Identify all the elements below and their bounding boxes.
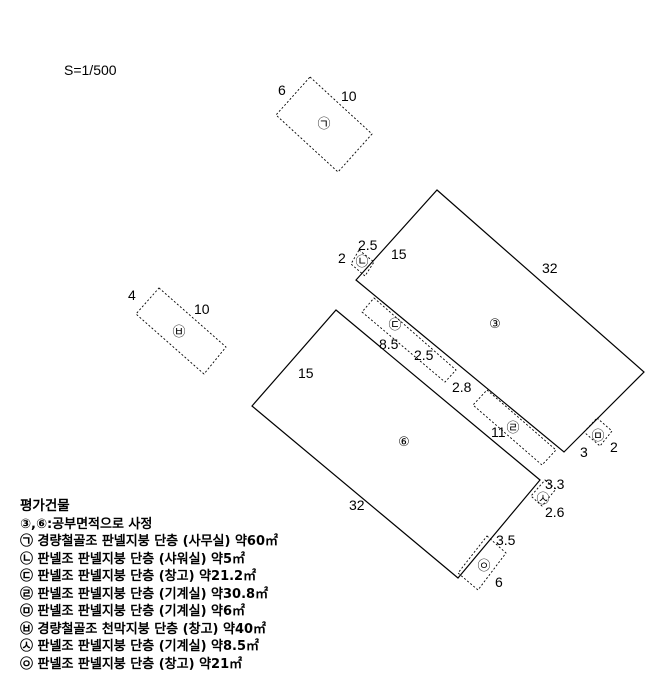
legend-item: ㉧ 판넬조 판넬지붕 단층 (창고) 약21㎡ xyxy=(20,656,243,672)
building-3-dim-side: 15 xyxy=(391,246,407,262)
annex-g-dim-a: 6 xyxy=(278,82,286,98)
annex-d-outline xyxy=(361,297,457,383)
building-6-dim-side: 15 xyxy=(298,365,314,381)
annex-n-mark: ㉡ xyxy=(355,255,368,270)
annex-m-dim-b: 2 xyxy=(610,439,618,455)
building-6-outline xyxy=(251,309,541,579)
annex-m-outline xyxy=(583,417,613,447)
legend-item: ㉣ 판넬조 판넬지붕 단층 (기계실) 약30.8㎡ xyxy=(20,586,269,602)
building-3-mark: ③ xyxy=(489,317,501,332)
annex-r-dim-a: 2.8 xyxy=(452,379,472,395)
annex-d-mark: ㉢ xyxy=(388,318,401,333)
annex-n-dim-b: 2.5 xyxy=(358,237,378,253)
annex-o-dim-a: 3.5 xyxy=(496,532,516,548)
annex-d-dim-a: 8.5 xyxy=(379,336,399,352)
annex-b-dim-b: 10 xyxy=(194,301,210,317)
building-3-dim-long: 32 xyxy=(542,260,558,276)
annex-r-dim-b: 11 xyxy=(491,424,506,440)
annex-o-dim-b: 6 xyxy=(495,574,503,590)
annex-d-dim-b: 2.5 xyxy=(414,347,434,363)
annex-o-mark: ㉧ xyxy=(477,559,490,574)
legend-item: ㉥ 경량철골조 천막지붕 단층 (창고) 약40㎡ xyxy=(20,621,267,637)
annex-s-dim-a: 3.3 xyxy=(545,476,565,492)
annex-o-outline xyxy=(457,535,507,591)
annex-b-dim-a: 4 xyxy=(128,287,136,303)
building-6-dim-long: 32 xyxy=(349,497,365,513)
annex-m-dim-a: 3 xyxy=(580,444,588,460)
annex-b-outline xyxy=(135,287,227,375)
legend-item: ㉠ 경량철골조 판넬지붕 단층 (사무실) 약60㎡ xyxy=(20,534,279,549)
annex-b-mark: ㉥ xyxy=(172,325,185,340)
annex-n-dim-a: 2 xyxy=(338,250,346,266)
annex-r-mark: ㉣ xyxy=(506,421,519,436)
building-3-outline xyxy=(355,189,645,453)
annex-r-outline xyxy=(472,389,557,466)
annex-g-dim-b: 10 xyxy=(341,88,357,104)
annex-s-outline xyxy=(530,479,557,507)
annex-m-mark: ㉤ xyxy=(591,429,604,444)
annex-g-mark: ㉠ xyxy=(317,117,330,132)
scale-label: S=1/500 xyxy=(64,62,117,78)
legend-item: ㉦ 판넬조 판넬지붕 단층 (기계실) 약8.5㎡ xyxy=(20,639,260,654)
legend-note: ③,⑥:공부면적으로 사정 xyxy=(20,516,153,532)
annex-s-dim-b: 2.6 xyxy=(545,504,565,520)
legend-item: ㉡ 판넬조 판넬지붕 단층 (샤워실) 약5㎡ xyxy=(20,551,246,567)
legend-item: ㉢ 판넬조 판넬지붕 단층 (창고) 약21.2㎡ xyxy=(20,569,257,584)
annex-n-outline xyxy=(350,249,375,277)
building-6-mark: ⑥ xyxy=(398,435,410,450)
annex-s-mark: ㉦ xyxy=(536,492,549,507)
legend-title: 평가건물 xyxy=(20,498,70,514)
legend: 평가건물 ③,⑥:공부면적으로 사정 ㉠ 경량철골조 판넬지붕 단층 (사무실)… xyxy=(20,498,278,673)
annex-g-outline xyxy=(275,76,373,173)
legend-item: ㉤ 판넬조 판넬지붕 단층 (기계실) 약6㎡ xyxy=(20,604,246,619)
